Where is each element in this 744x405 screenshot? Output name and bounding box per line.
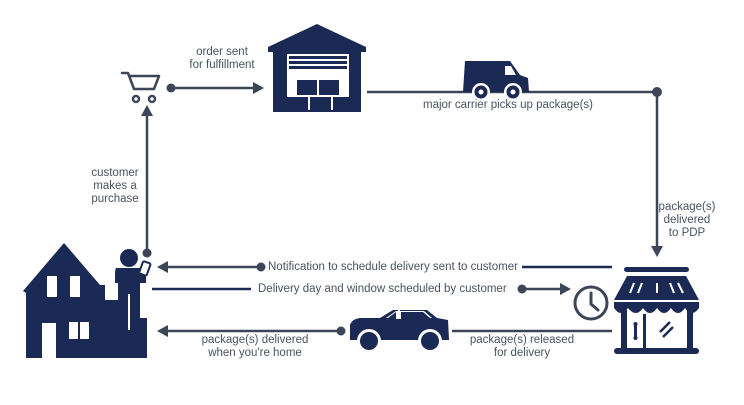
label-order-sent: order sent for fulfillment: [186, 46, 258, 72]
label-line: order sent: [196, 46, 248, 58]
connector-release-and-deliver: [157, 325, 612, 337]
storefront-pdp-icon: [614, 267, 699, 354]
connector-customer-to-cart: [141, 105, 153, 258]
label-line: delivered: [663, 214, 711, 226]
arrowhead-icon: [253, 82, 264, 94]
arrowhead-icon: [157, 325, 168, 337]
connector-notification: [157, 261, 612, 273]
label-line: package(s) released: [469, 334, 575, 346]
label-released: package(s) released for delivery: [462, 334, 582, 360]
arrowhead-icon: [651, 246, 663, 257]
arrowhead-icon: [141, 105, 153, 116]
label-scheduled: Delivery day and window scheduled by cus…: [258, 283, 507, 295]
label-line: package(s): [658, 201, 716, 213]
label-delivered-home: package(s) delivered when you're home: [185, 334, 325, 360]
label-delivered-pdp: package(s) delivered to PDP: [657, 201, 717, 240]
shopping-cart-icon: [120, 71, 161, 104]
connector-scheduled: [152, 283, 571, 295]
label-carrier-pickup: major carrier picks up package(s): [422, 99, 593, 111]
warehouse-icon: [268, 24, 366, 114]
customer-with-phone-icon: [115, 249, 152, 330]
label-line: package(s) delivered: [201, 334, 309, 346]
delivery-truck-icon: [463, 61, 529, 101]
label-customer-purchase: customer makes a purchase: [87, 167, 143, 206]
label-line: when you're home: [208, 347, 302, 359]
connector-warehouse-to-store: [367, 87, 663, 257]
label-line: customer: [91, 167, 139, 179]
delivery-car-icon: [350, 310, 449, 353]
house-icon: [23, 243, 147, 358]
label-line: makes a: [93, 180, 137, 192]
clock-icon: [573, 285, 609, 321]
label-line: for delivery: [493, 347, 551, 359]
arrowhead-icon: [157, 261, 168, 273]
arrowhead-icon: [560, 283, 571, 295]
label-line: to PDP: [668, 227, 706, 239]
connector-cart-to-warehouse: [166, 82, 264, 94]
label-notification: Notification to schedule delivery sent t…: [268, 261, 518, 273]
label-line: for fulfillment: [189, 59, 255, 71]
label-line: purchase: [91, 193, 139, 205]
